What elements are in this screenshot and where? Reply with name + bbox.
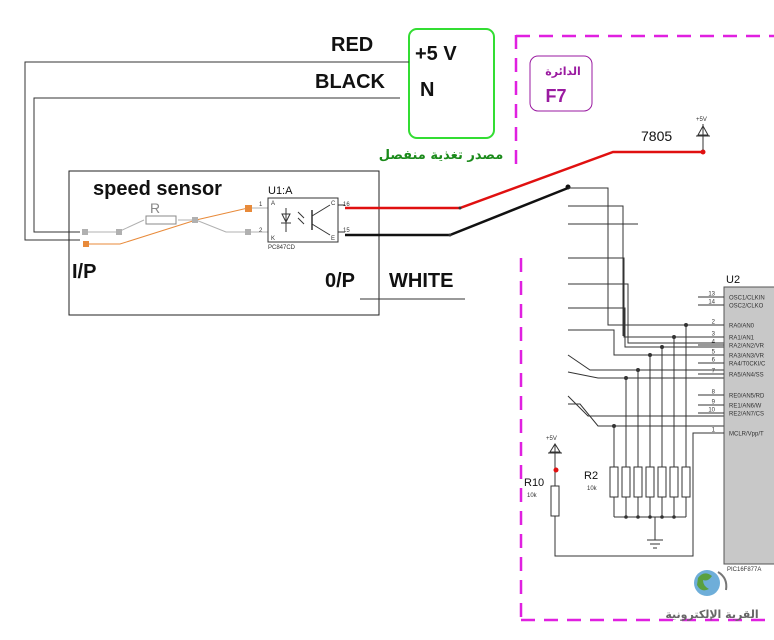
- mcu-model: PIC16F877A: [727, 567, 761, 573]
- r2-value: 10k: [587, 486, 598, 492]
- supply-red-label: RED: [331, 34, 373, 56]
- r10-node: [553, 467, 559, 473]
- circuit-tag-box: [529, 55, 593, 112]
- opto-pin-a: A: [271, 201, 275, 207]
- mcu-pin-name: RA1/AN1: [729, 336, 755, 342]
- speed-sensor-box: [68, 170, 380, 316]
- mcu-pin-name: OSC1/CLKIN: [729, 296, 765, 302]
- mcu-pin-number: 14: [708, 300, 715, 306]
- r2-bottom-dots: [624, 515, 676, 519]
- mcu-pin-number: 1: [712, 428, 716, 434]
- red-wire: [345, 150, 703, 210]
- mcu-pin-number: 5: [712, 350, 716, 356]
- opto-pin-k: K: [271, 236, 275, 242]
- watermark-logo: [694, 570, 728, 596]
- mcu-pin-name: MCLR/Vpp/T: [729, 432, 764, 438]
- mcu-pin-name: OSC2/CLKO: [729, 304, 764, 310]
- resistor-r: [145, 215, 177, 225]
- mcu-ref: U2: [726, 274, 740, 286]
- bus-wires: [567, 187, 724, 467]
- r2-ref: R2: [584, 470, 598, 482]
- opto-pin-1: 1: [259, 202, 263, 208]
- mcu-pin-name: RA2/AN2/VR: [729, 344, 765, 350]
- circuit-tag-code: F7: [545, 86, 566, 106]
- opto-pin-c: C: [331, 201, 336, 207]
- regulator-label: 7805: [641, 128, 672, 144]
- sensor-white-label: WHITE: [389, 270, 453, 292]
- regulator-vcc: +5V: [696, 117, 707, 123]
- mcu-pin-number: 4: [712, 340, 716, 346]
- mcu-pin-name: RA3/AN3/VR: [729, 354, 765, 360]
- supply-neutral: N: [420, 79, 434, 101]
- black-wire-node: [565, 184, 571, 190]
- bus-junctions: [612, 323, 688, 428]
- mcu-pin-name: RA0/AN0: [729, 324, 755, 330]
- opto-pin-15: 15: [343, 228, 350, 234]
- optocoupler-model: PC847CD: [268, 245, 296, 251]
- r2-resistor-array: [609, 466, 691, 498]
- mcu-u2-body: [723, 286, 774, 565]
- mcu-pin-name: RE0/AN5/RD: [729, 394, 765, 400]
- red-wire-end: [700, 149, 706, 155]
- mcu-pin-number: 9: [712, 400, 716, 406]
- r2-ground-bus: [613, 497, 687, 549]
- supply-box: [408, 28, 495, 139]
- sensor-title: speed sensor: [93, 178, 222, 200]
- opto-pin-e: E: [331, 236, 335, 242]
- circuit-border: [514, 34, 774, 622]
- supply-plus5: +5 V: [415, 43, 457, 65]
- watermark-text: القرية الإلكترونية: [665, 608, 758, 621]
- optocoupler-part: U1:A: [268, 185, 293, 197]
- mcu-pin-number: 6: [712, 358, 716, 364]
- supply-arabic-caption: مصدر تغذية منفصل: [379, 148, 504, 163]
- opto-pin-16: 16: [343, 202, 350, 208]
- optocoupler-u1a: [267, 197, 345, 243]
- supply-black-label: BLACK: [315, 71, 386, 93]
- opto-pin-2: 2: [259, 228, 263, 234]
- mcu-pin-number: 7: [712, 369, 716, 375]
- sensor-output-label: 0/P: [325, 270, 355, 292]
- mcu-pin-number: 13: [708, 292, 715, 298]
- mcu-pin-name: RA4/T0CKI/C: [729, 362, 766, 368]
- mcu-pin-name: RE2/AN7/CS: [729, 412, 764, 418]
- r10-value: 10k: [527, 493, 538, 499]
- mcu-pin-name: RA5/AN4/SS: [729, 373, 764, 379]
- sensor-input-label: I/P: [72, 261, 96, 283]
- r10-ref: R10: [524, 477, 544, 489]
- mcu-pin-number: 3: [712, 332, 716, 338]
- mcu-pin-number: 2: [712, 320, 716, 326]
- mcu-pin-name: RE1/AN6/W: [729, 404, 762, 410]
- resistor-r-label: R: [150, 200, 160, 216]
- mcu-pin-number: 10: [708, 408, 715, 414]
- r10-vcc: +5V: [546, 436, 557, 442]
- mcu-pin-number: 8: [712, 390, 716, 396]
- black-wire: [345, 186, 569, 237]
- sensor-internal-wiring: [86, 207, 268, 245]
- circuit-tag-arabic: الدائرة: [545, 65, 581, 78]
- sensor-terminals: [82, 205, 252, 247]
- supply-wires: [24, 61, 409, 241]
- vcc-arrow-top: [696, 124, 710, 150]
